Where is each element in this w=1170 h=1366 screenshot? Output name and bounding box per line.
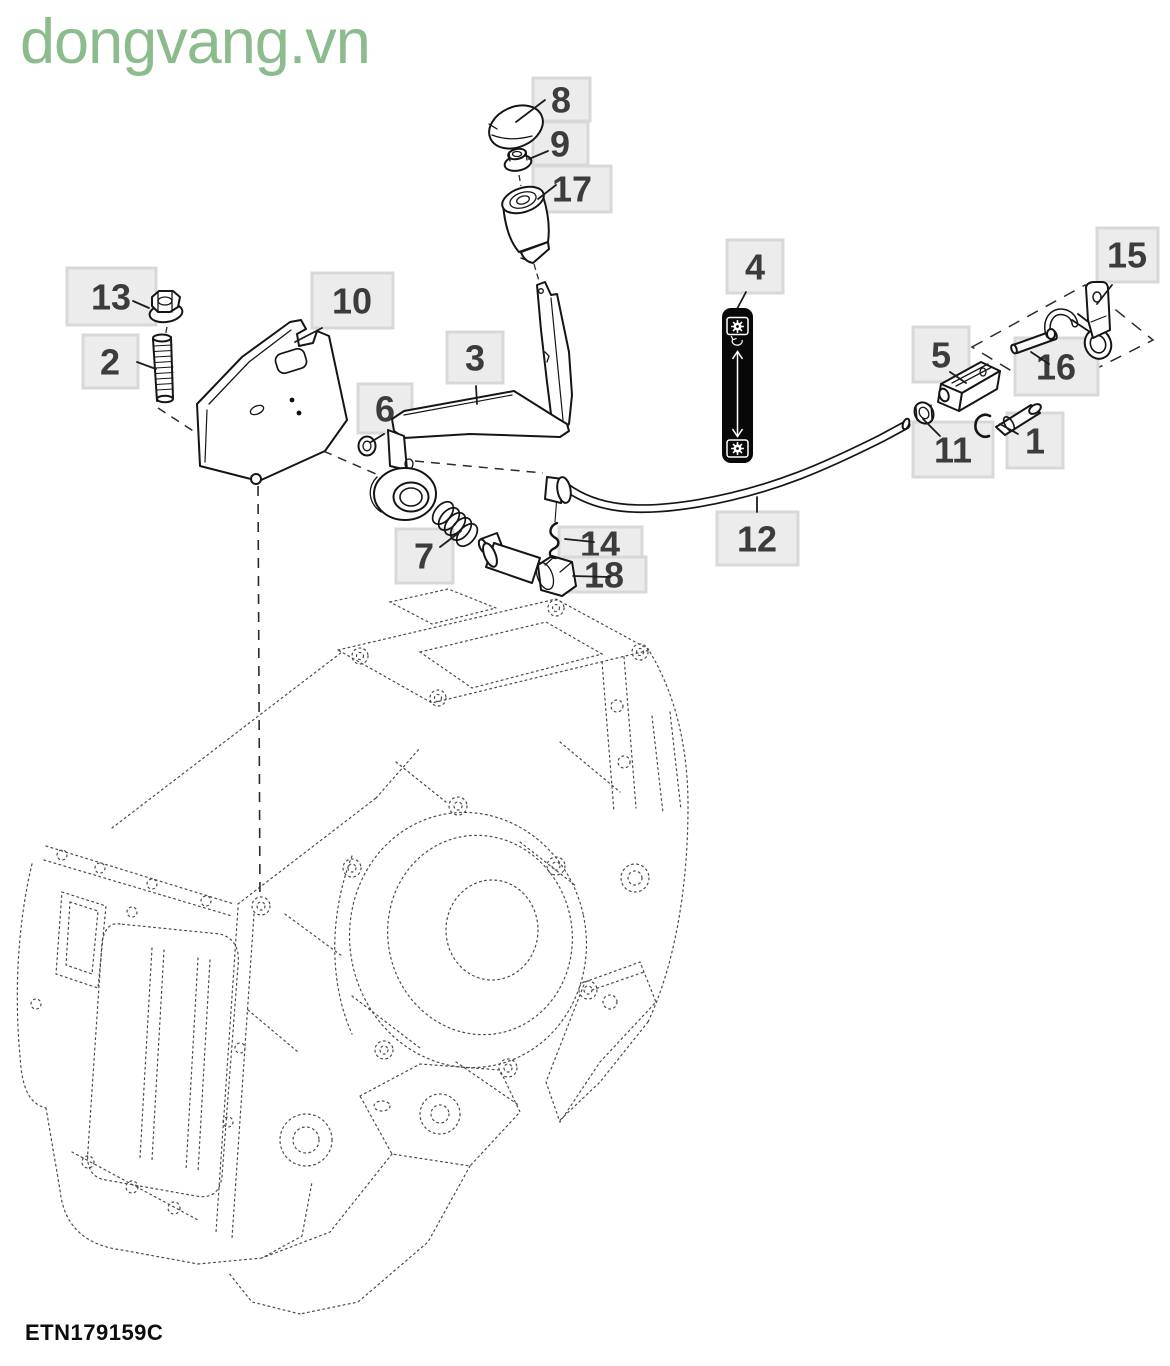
callout-12: 12 xyxy=(715,510,800,567)
callout-2: 2 xyxy=(81,333,140,390)
svg-text:18: 18 xyxy=(584,555,624,596)
knob-cap xyxy=(488,104,544,150)
svg-text:7: 7 xyxy=(414,536,434,577)
svg-text:15: 15 xyxy=(1107,235,1147,276)
svg-text:5: 5 xyxy=(931,335,951,376)
site-watermark: dongvang.vn xyxy=(20,7,371,77)
clevis-nut xyxy=(913,401,935,425)
svg-text:17: 17 xyxy=(552,169,592,210)
svg-text:4: 4 xyxy=(745,247,765,288)
washer xyxy=(357,435,377,457)
figure-code: ETN179159C xyxy=(25,1320,164,1345)
detent-spring xyxy=(431,500,479,548)
detent-plunger xyxy=(477,532,577,597)
svg-text:6: 6 xyxy=(375,389,395,430)
gear-icon xyxy=(726,439,749,458)
callout-7: 7 xyxy=(394,527,455,585)
svg-text:1: 1 xyxy=(1025,421,1045,462)
callout-4: 4 xyxy=(725,238,785,295)
callout-15: 15 xyxy=(1095,226,1160,284)
shift-rod xyxy=(544,417,911,514)
svg-text:8: 8 xyxy=(551,80,571,121)
callout-10: 10 xyxy=(310,271,395,330)
jam-nut xyxy=(503,147,533,172)
flange-bolt xyxy=(148,290,184,324)
callout-16: 16 xyxy=(1013,336,1100,397)
callout-8: 8 xyxy=(531,76,592,123)
svg-text:3: 3 xyxy=(465,338,485,379)
svg-text:16: 16 xyxy=(1036,347,1076,388)
rotate-arrow-icon xyxy=(730,335,743,346)
callout-3: 3 xyxy=(445,330,505,385)
svg-text:10: 10 xyxy=(332,281,372,322)
leader-lines xyxy=(132,99,1113,578)
callout-13: 13 xyxy=(65,266,158,327)
construction-lines xyxy=(157,147,1155,901)
callout-11: 11 xyxy=(911,420,995,479)
shift-knob xyxy=(501,185,550,264)
callout-18: 18 xyxy=(561,555,648,596)
shift-pattern-indicator xyxy=(722,308,753,463)
gear-icon xyxy=(726,316,749,336)
callout-6: 6 xyxy=(356,382,414,435)
retaining-clip xyxy=(548,521,560,560)
cotter-pin xyxy=(1010,329,1058,355)
svg-text:2: 2 xyxy=(100,342,120,383)
transmission-housing-ghost xyxy=(16,588,689,1315)
pivot-bracket xyxy=(196,319,348,485)
callout-boxes: 8 9 17 4 15 13 10 2 3 5 16 6 11 1 12 14 … xyxy=(65,76,1160,596)
rod-end-clevis xyxy=(937,361,1001,412)
shift-lever xyxy=(369,281,573,521)
svg-text:12: 12 xyxy=(737,519,777,560)
double-arrow-icon xyxy=(731,350,744,438)
svg-text:13: 13 xyxy=(91,277,131,318)
threaded-stud xyxy=(152,333,174,404)
svg-text:9: 9 xyxy=(550,124,570,165)
parts-line-art xyxy=(148,104,1113,597)
